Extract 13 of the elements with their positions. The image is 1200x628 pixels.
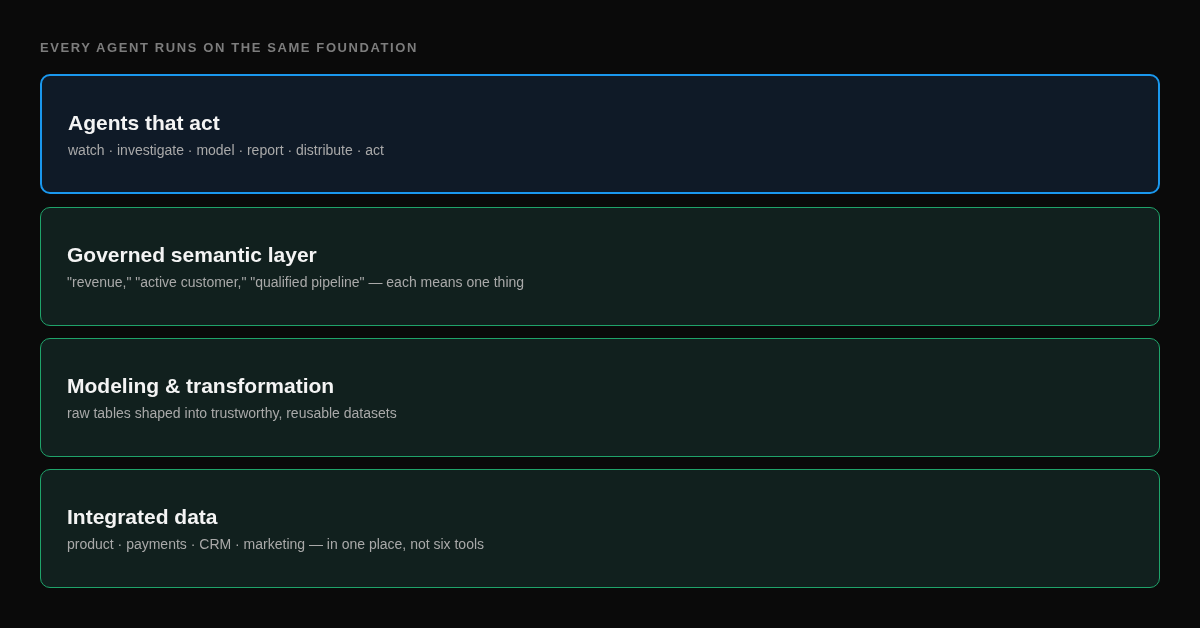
layer-heading: Agents that act bbox=[68, 110, 220, 135]
layer-heading: Governed semantic layer bbox=[67, 243, 317, 267]
layer-description: raw tables shaped into trustworthy, reusable datasets bbox=[67, 405, 397, 421]
layer-card bbox=[40, 338, 1160, 457]
layer-heading: Integrated data bbox=[67, 505, 218, 529]
layer-heading: Modeling & transformation bbox=[67, 374, 335, 398]
layer-card bbox=[40, 74, 1160, 194]
layer-description: product · payments · CRM · marketing — in one place, not six tools bbox=[67, 536, 485, 552]
layer-description: watch · investigate · model · report · distribute · act bbox=[68, 141, 384, 158]
section-heading: EVERY AGENT RUNS ON THE SAME FOUNDATION bbox=[40, 40, 419, 55]
layer-card bbox=[40, 469, 1160, 588]
layer-card bbox=[40, 207, 1160, 326]
layer-description: "revenue," "active customer," "qualified pipeline" — each means one thing bbox=[67, 274, 525, 290]
